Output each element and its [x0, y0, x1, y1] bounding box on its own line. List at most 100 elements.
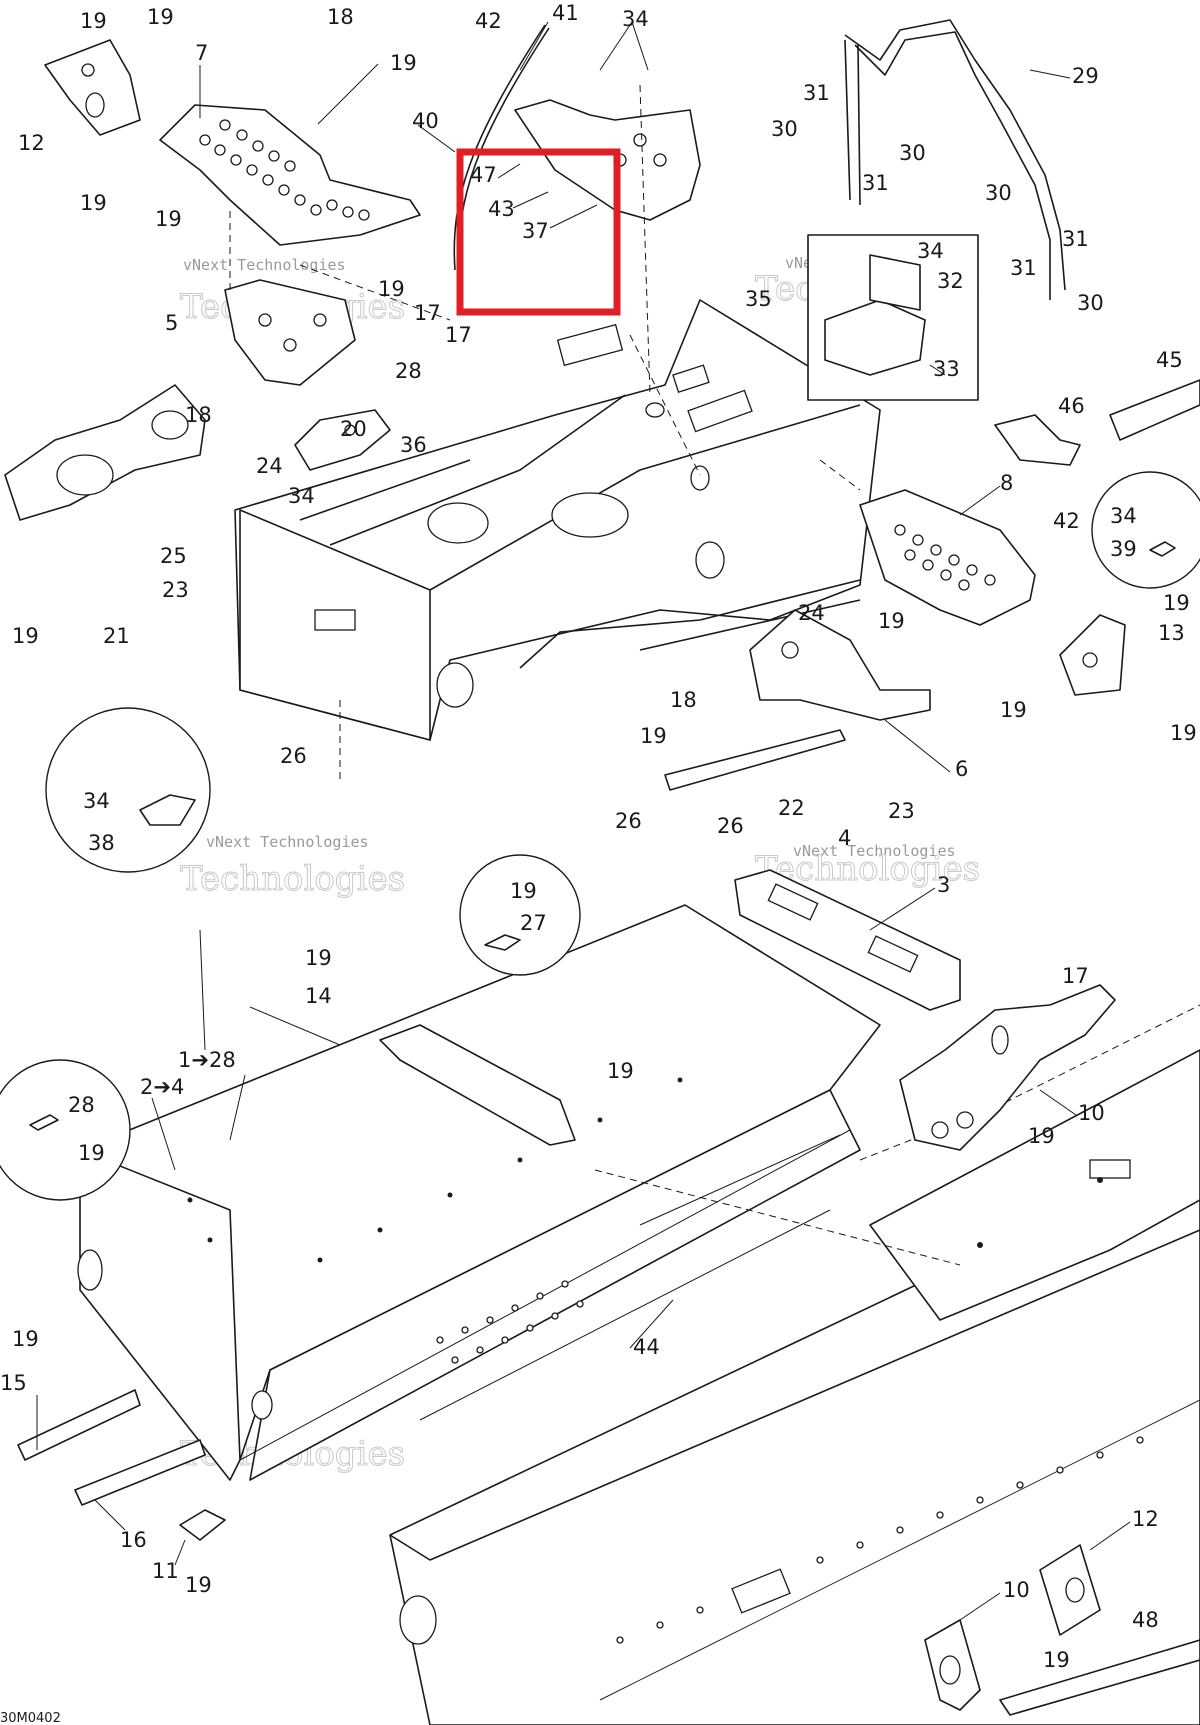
callout-19: 19 [510, 879, 537, 903]
plate-11 [179, 1509, 226, 1541]
watermark-outline: Technologies [180, 859, 405, 899]
angle-bar-16 [74, 1439, 206, 1506]
callout-17: 17 [445, 323, 472, 347]
callout-5: 5 [165, 311, 178, 335]
callout-36: 36 [400, 433, 427, 457]
detail-circle-28-19 [0, 1059, 131, 1201]
callout-19: 19 [147, 5, 174, 29]
callout-12: 12 [1132, 1507, 1159, 1531]
callout-32: 32 [937, 269, 964, 293]
callout-30: 30 [1077, 291, 1104, 315]
right-footrest-8 [859, 489, 1036, 626]
callout-19: 19 [640, 724, 667, 748]
callout-26: 26 [615, 809, 642, 833]
tunnel-perforation-row [616, 1436, 1144, 1644]
callout-26: 26 [717, 814, 744, 838]
watermark-text: vNext Technologies [206, 833, 369, 851]
callout-45: 45 [1156, 348, 1183, 372]
bracket-12-lower [1039, 1544, 1101, 1636]
callout-4: 4 [838, 826, 851, 850]
callout-18: 18 [327, 5, 354, 29]
callout-19: 19 [378, 277, 405, 301]
callout-39: 39 [1110, 537, 1137, 561]
callout-41: 41 [552, 1, 579, 25]
callout-19: 19 [185, 1573, 212, 1597]
bracket-37-43-47 [514, 99, 701, 221]
callout-38: 38 [88, 831, 115, 855]
callout-15: 15 [0, 1371, 27, 1395]
callout-19: 19 [1170, 721, 1197, 745]
front-cover-21 [4, 384, 206, 521]
detail-box-32-33-34 [807, 234, 979, 401]
callout-34: 34 [83, 789, 110, 813]
strap-45 [1109, 379, 1200, 441]
callout-18: 18 [670, 688, 697, 712]
detail-circle-34-38 [45, 707, 211, 873]
callout-19: 19 [78, 1141, 105, 1165]
callout-14: 14 [305, 984, 332, 1008]
callout-2-to-4: 2➔4 [140, 1075, 184, 1099]
support-bracket-6 [749, 609, 931, 721]
footrest-bracket-5 [224, 279, 356, 386]
detail-circle-19-27 [459, 854, 581, 976]
callout-34: 34 [1110, 504, 1137, 528]
left-footrest-7 [159, 104, 421, 246]
callout-23: 23 [888, 799, 915, 823]
watermark-mid-left: vNext Technologies Technologies [180, 833, 406, 900]
callout-7: 7 [195, 41, 208, 65]
bracket-10-lower [924, 1619, 981, 1711]
callout-25: 25 [160, 544, 187, 568]
callout-46: 46 [1058, 394, 1085, 418]
callout-31: 31 [862, 171, 889, 195]
callout-31: 31 [803, 81, 830, 105]
callout-1-to-28: 1➔28 [178, 1048, 236, 1072]
callout-29: 29 [1072, 64, 1099, 88]
callout-17: 17 [414, 301, 441, 325]
callout-20: 20 [340, 417, 367, 441]
left-bracket-12 [44, 39, 141, 136]
main-tunnel [77, 904, 881, 1481]
callout-19: 19 [155, 207, 182, 231]
bracket-46 [994, 414, 1081, 466]
callout-44: 44 [633, 1335, 660, 1359]
leader-lines [36, 21, 1131, 1621]
callout-17: 17 [1062, 964, 1089, 988]
callout-48: 48 [1132, 1608, 1159, 1632]
watermark-text: vNext Technologies [793, 842, 956, 860]
callout-19: 19 [305, 946, 332, 970]
reinforcement-plate-22 [664, 729, 846, 791]
footrest-holes [199, 119, 370, 221]
callout-26: 26 [280, 744, 307, 768]
callout-21: 21 [103, 624, 130, 648]
support-bracket-10 [899, 984, 1116, 1151]
callout-24: 24 [256, 454, 283, 478]
callout-31: 31 [1010, 256, 1037, 280]
callout-33: 33 [933, 357, 960, 381]
callout-40: 40 [412, 109, 439, 133]
callout-42: 42 [1053, 509, 1080, 533]
bracket-36 [294, 409, 391, 471]
highlight-box [456, 148, 621, 316]
callout-19: 19 [878, 609, 905, 633]
callout-19: 19 [1000, 698, 1027, 722]
callout-6: 6 [955, 757, 968, 781]
callout-47: 47 [470, 163, 497, 187]
callout-37: 37 [522, 219, 549, 243]
callout-19: 19 [1163, 591, 1190, 615]
front-frame-assembly [234, 299, 881, 741]
drawing-code: 30M0402 [0, 1711, 61, 1725]
callout-8: 8 [1000, 471, 1013, 495]
callout-30: 30 [985, 181, 1012, 205]
callout-35: 35 [745, 287, 772, 311]
callout-19: 19 [80, 191, 107, 215]
callout-34: 34 [917, 239, 944, 263]
callout-10: 10 [1003, 1578, 1030, 1602]
callout-28: 28 [68, 1093, 95, 1117]
callout-24: 24 [798, 601, 825, 625]
callout-28: 28 [395, 359, 422, 383]
cover-plate-3 [734, 869, 961, 1011]
callout-19: 19 [12, 624, 39, 648]
callout-30: 30 [899, 141, 926, 165]
rear-cover-plate [859, 1004, 1200, 1321]
